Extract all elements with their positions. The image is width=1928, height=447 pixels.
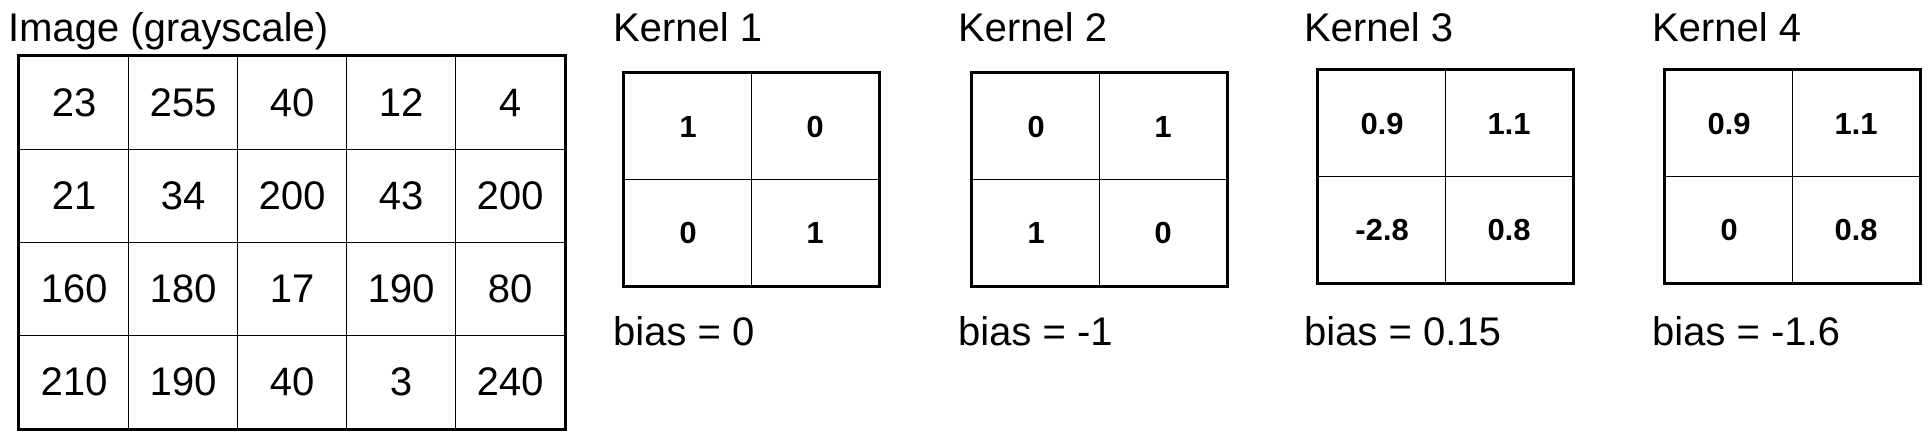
- matrix-cell: 43: [346, 149, 456, 243]
- kernel-4-matrix: 0.9 1.1 0 0.8: [1663, 68, 1922, 285]
- matrix-cell: 180: [128, 242, 238, 336]
- kernel-row: 1 0: [971, 179, 1228, 287]
- kernel-row: 0 1: [623, 179, 880, 287]
- kernel-cell: 0: [1099, 179, 1228, 287]
- matrix-cell: 21: [18, 149, 129, 243]
- kernel-row: 0 0.8: [1664, 176, 1921, 284]
- matrix-cell: 40: [237, 335, 347, 430]
- matrix-cell: 23: [18, 55, 129, 150]
- kernel-3-title: Kernel 3: [1304, 6, 1453, 50]
- matrix-cell: 3: [346, 335, 456, 430]
- kernel-cell: 0: [1664, 176, 1793, 284]
- kernel-cell: 0.8: [1792, 176, 1921, 284]
- matrix-row: 21 34 200 43 200: [18, 149, 566, 243]
- matrix-cell: 80: [455, 242, 566, 336]
- kernel-cell: 1: [751, 179, 880, 287]
- kernel-cell: 1: [623, 72, 752, 180]
- kernel-3-matrix: 0.9 1.1 -2.8 0.8: [1316, 68, 1575, 285]
- kernel-cell: 0.9: [1317, 69, 1446, 177]
- matrix-cell: 40: [237, 55, 347, 150]
- kernel-row: 0.9 1.1: [1664, 69, 1921, 177]
- matrix-cell: 34: [128, 149, 238, 243]
- kernel-1-bias: bias = 0: [613, 310, 755, 354]
- matrix-row: 23 255 40 12 4: [18, 55, 566, 150]
- kernel-1-matrix: 1 0 0 1: [622, 71, 881, 288]
- kernel-cell: 1.1: [1792, 69, 1921, 177]
- kernel-row: -2.8 0.8: [1317, 176, 1574, 284]
- matrix-cell: 17: [237, 242, 347, 336]
- kernel-2-matrix: 0 1 1 0: [970, 71, 1229, 288]
- kernel-cell: 0: [751, 72, 880, 180]
- kernel-cell: -2.8: [1317, 176, 1446, 284]
- matrix-cell: 200: [455, 149, 566, 243]
- kernel-cell: 0: [971, 72, 1100, 180]
- kernel-3-bias: bias = 0.15: [1304, 310, 1501, 354]
- matrix-cell: 200: [237, 149, 347, 243]
- kernel-2-title: Kernel 2: [958, 6, 1107, 50]
- kernel-4-bias: bias = -1.6: [1652, 310, 1840, 354]
- kernel-cell: 0: [623, 179, 752, 287]
- matrix-cell: 255: [128, 55, 238, 150]
- kernel-cell: 1.1: [1445, 69, 1574, 177]
- kernel-cell: 0.9: [1664, 69, 1793, 177]
- kernel-cell: 0.8: [1445, 176, 1574, 284]
- matrix-cell: 190: [346, 242, 456, 336]
- image-matrix: 23 255 40 12 4 21 34 200 43 200 160 180 …: [17, 54, 567, 431]
- kernel-row: 1 0: [623, 72, 880, 180]
- matrix-cell: 12: [346, 55, 456, 150]
- image-title: Image (grayscale): [8, 6, 329, 50]
- matrix-cell: 4: [455, 55, 566, 150]
- kernel-1-title: Kernel 1: [613, 6, 762, 50]
- matrix-cell: 190: [128, 335, 238, 430]
- matrix-row: 160 180 17 190 80: [18, 242, 566, 336]
- kernel-2-bias: bias = -1: [958, 310, 1113, 354]
- kernel-row: 0.9 1.1: [1317, 69, 1574, 177]
- kernel-4-title: Kernel 4: [1652, 6, 1801, 50]
- kernel-cell: 1: [1099, 72, 1228, 180]
- matrix-cell: 160: [18, 242, 129, 336]
- kernel-cell: 1: [971, 179, 1100, 287]
- kernel-row: 0 1: [971, 72, 1228, 180]
- matrix-row: 210 190 40 3 240: [18, 335, 566, 430]
- matrix-cell: 210: [18, 335, 129, 430]
- matrix-cell: 240: [455, 335, 566, 430]
